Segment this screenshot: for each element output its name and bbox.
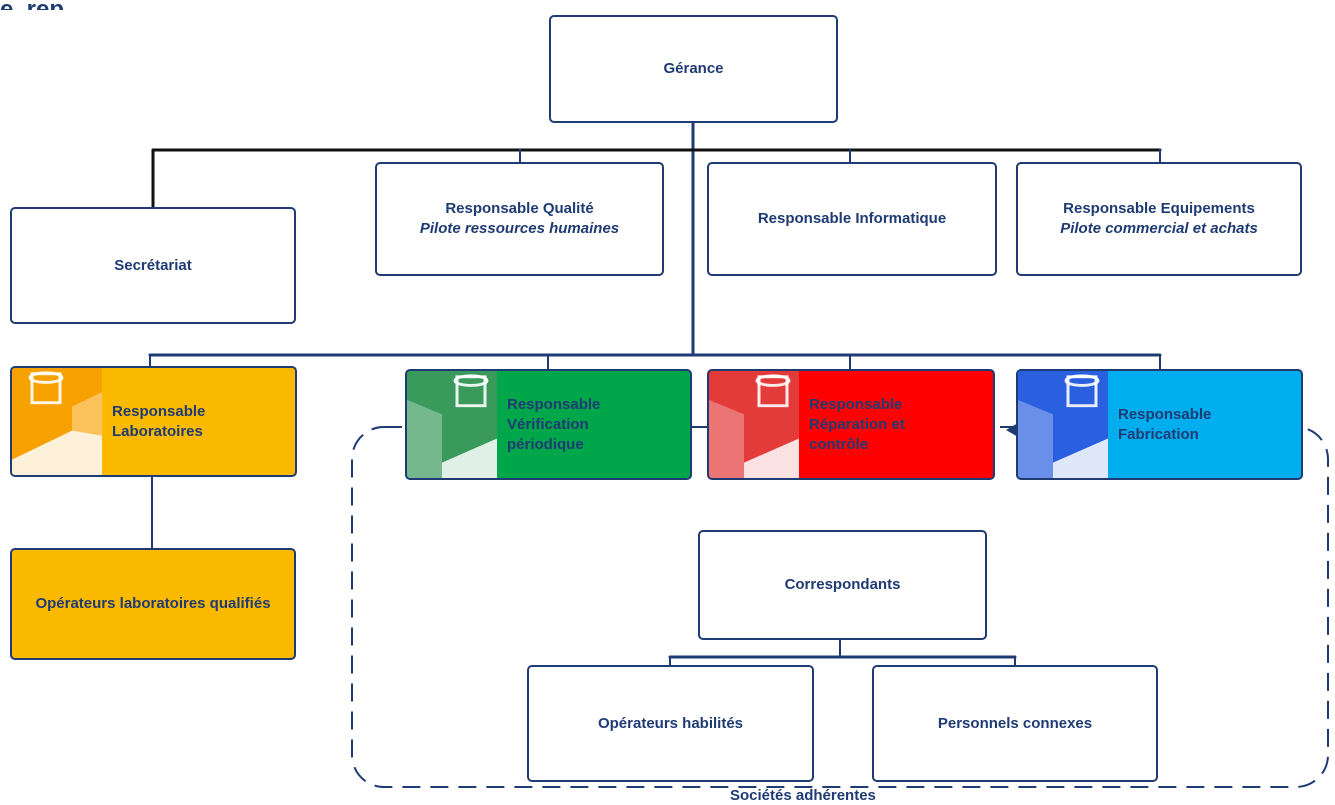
laboratoires-label: Responsable Laboratoires: [112, 368, 289, 475]
node-informatique-label: Responsable Informatique: [757, 210, 947, 227]
reparation-line-3: contrôle: [809, 435, 869, 453]
verification-line-1: Responsable: [507, 395, 601, 413]
operateurs-labo-label: Opérateurs laboratoires qualifiés: [35, 595, 271, 612]
node-operateurs-habilites: Opérateurs habilités: [527, 665, 814, 782]
node-gerance-label: Gérance: [663, 60, 724, 77]
laboratoires-line-2: Laboratoires: [112, 422, 203, 440]
laboratoires-line-1: Responsable: [112, 402, 206, 420]
node-correspondants: Correspondants: [698, 530, 987, 640]
node-secretariat: Secrétariat: [10, 207, 296, 324]
node-qualite-sub: Pilote ressources humaines: [419, 220, 620, 237]
node-responsable-qualite: Responsable Qualité Pilote ressources hu…: [375, 162, 664, 276]
node-operateurs-laboratoires: Opérateurs laboratoires qualifiés: [10, 548, 296, 660]
node-equipements-sub: Pilote commercial et achats: [1060, 220, 1258, 237]
group-label: Sociétés adhérentes: [730, 787, 876, 804]
reparation-line-1: Responsable: [809, 395, 903, 413]
operateurs-habilites-label: Opérateurs habilités: [597, 714, 744, 732]
node-secretariat-label: Secrétariat: [114, 256, 192, 274]
fabrication-line-2: Fabrication: [1118, 425, 1199, 443]
node-personnels-connexes: Personnels connexes: [872, 665, 1158, 782]
node-equipements-label: Responsable Equipements: [1063, 200, 1255, 217]
node-responsable-fabrication: Responsable Fabrication: [1016, 369, 1303, 480]
personnels-label: Personnels connexes: [937, 714, 1093, 732]
verification-label: Responsable Vérification périodique: [507, 371, 684, 478]
verification-line-3: périodique: [507, 435, 584, 453]
reparation-label: Responsable Réparation et contrôle: [809, 371, 987, 478]
node-qualite-label: Responsable Qualité: [445, 200, 594, 217]
correspondants-label: Correspondants: [784, 576, 901, 593]
factory-icon: [709, 371, 799, 478]
node-responsable-verification: Responsable Vérification périodique: [405, 369, 692, 480]
node-responsable-laboratoires: Responsable Laboratoires: [10, 366, 297, 477]
factory-icon: [407, 371, 497, 478]
verification-line-2: Vérification: [507, 415, 589, 433]
reparation-line-2: Réparation et: [809, 415, 905, 433]
factory-icon: [1018, 371, 1108, 478]
node-responsable-informatique: Responsable Informatique: [707, 162, 997, 276]
arrow-marker: [1006, 423, 1018, 437]
node-responsable-equipements: Responsable Equipements Pilote commercia…: [1016, 162, 1302, 276]
top-clipped-text: e, rep: [0, 0, 64, 10]
fabrication-line-1: Responsable: [1118, 405, 1212, 423]
fabrication-label: Responsable Fabrication: [1118, 371, 1295, 478]
factory-icon: [12, 368, 102, 475]
node-responsable-reparation: Responsable Réparation et contrôle: [707, 369, 995, 480]
node-gerance: Gérance: [549, 15, 838, 123]
